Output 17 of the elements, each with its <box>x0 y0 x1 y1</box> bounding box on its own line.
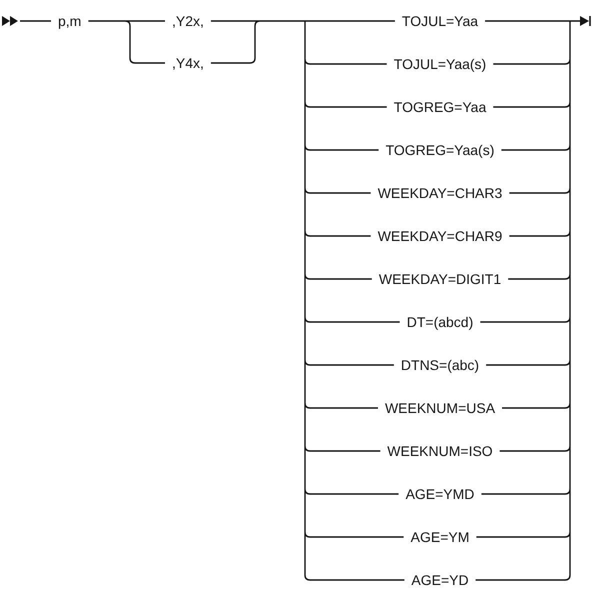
option-text: TOGREG=Yaa <box>394 99 486 115</box>
option-text: ,Y2x, <box>172 13 204 29</box>
option-text: ,Y4x, <box>172 55 204 71</box>
option-text: AGE=YD <box>411 572 469 588</box>
option-text: WEEKDAY=CHAR3 <box>378 185 502 201</box>
option-text: DTNS=(abc) <box>400 357 480 373</box>
option-text: WEEKDAY=DIGIT1 <box>378 271 502 287</box>
option-text: AGE=YMD <box>406 486 474 502</box>
option-text: TOJUL=Yaa(s) <box>394 56 486 72</box>
option-text: WEEKDAY=CHAR9 <box>378 228 502 244</box>
option-text: DT=(abcd) <box>406 314 474 330</box>
option-text: TOJUL=Yaa <box>402 13 478 29</box>
keyword-text: p,m <box>58 13 82 29</box>
option-text: AGE=YM <box>410 529 470 545</box>
option-text: WEEKNUM=ISO <box>387 443 493 459</box>
option-text: TOGREG=Yaa(s) <box>386 142 494 158</box>
option-text: WEEKNUM=USA <box>384 400 496 416</box>
